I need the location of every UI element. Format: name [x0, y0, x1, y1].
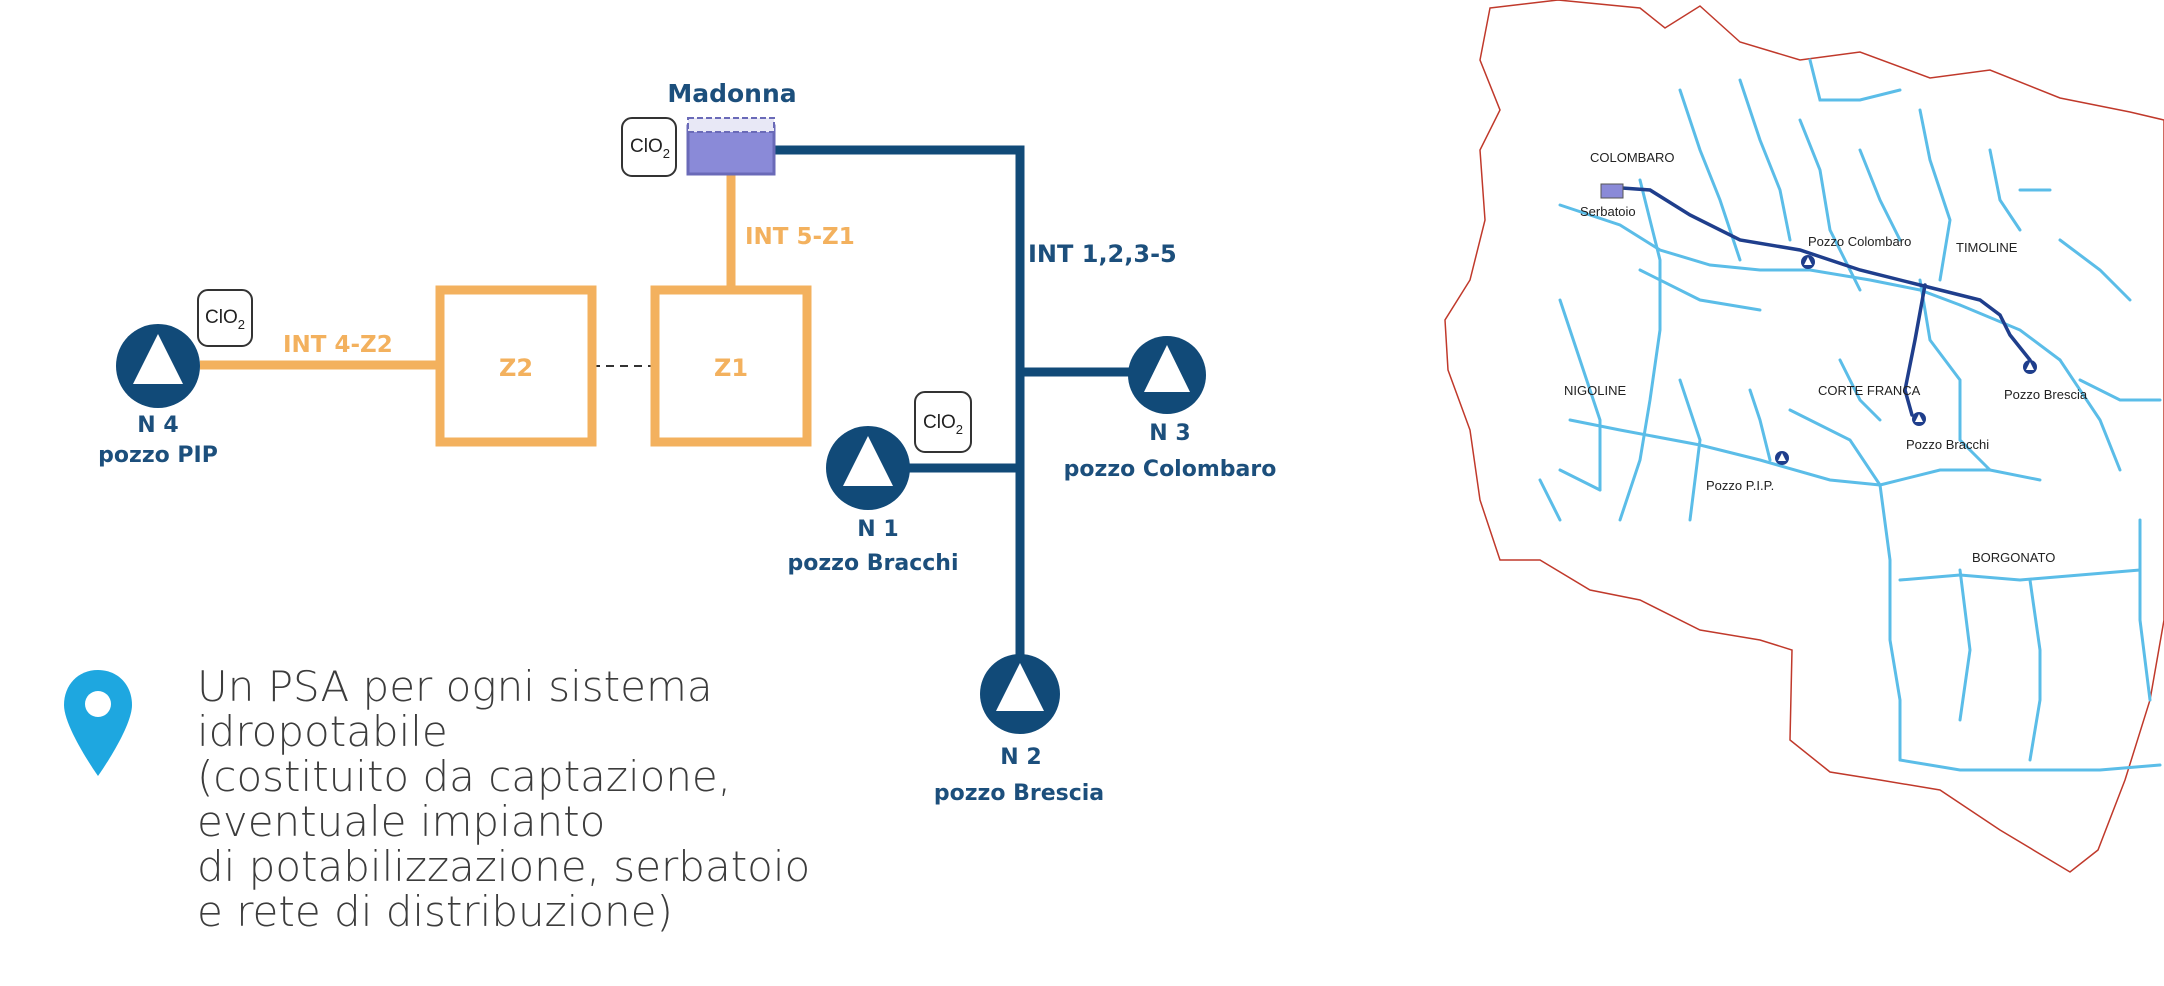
well-n1-name: pozzo Bracchi	[788, 551, 959, 576]
well-n4-id: N 4	[137, 413, 178, 438]
map-place-colombaro: COLOMBARO	[1590, 150, 1675, 165]
municipal-border	[1444, 0, 2164, 873]
map-place-borgonato: BORGONATO	[1972, 550, 2055, 565]
map-well-bracchi-icon	[1912, 412, 1926, 426]
well-icon-n1	[826, 426, 910, 510]
map-place-nigoline: NIGOLINE	[1564, 383, 1626, 398]
map-place-corte-franca: CORTE FRANCA	[1818, 383, 1921, 398]
clo2-box-reservoir: ClO2	[621, 117, 677, 177]
clo2-box-bracchi: ClO2	[914, 391, 972, 453]
map-feature-pozzo-colombaro: Pozzo Colombaro	[1808, 234, 1911, 249]
zone-z1-label: Z1	[714, 354, 748, 382]
location-pin-icon	[64, 670, 132, 776]
pipe-label-int-main: INT 1,2,3-5	[1028, 240, 1177, 268]
svg-text:ClO2: ClO2	[205, 307, 245, 332]
well-icon-n3	[1128, 336, 1206, 414]
well-n3-id: N 3	[1149, 421, 1190, 446]
reservoir-icon	[686, 117, 776, 176]
well-icon-n4	[116, 324, 200, 408]
distribution-network	[1538, 58, 2162, 772]
reservoir-label: Madonna	[667, 79, 796, 108]
zone-z1-box	[650, 285, 812, 447]
zone-z2-label: Z2	[499, 354, 533, 382]
svg-text:ClO2: ClO2	[923, 412, 963, 437]
municipality-map: COLOMBARO TIMOLINE NIGOLINE CORTE FRANCA…	[1444, 0, 2164, 873]
psa-note: Un PSA per ogni sistema idropotabile (co…	[197, 662, 811, 936]
well-n4-name: pozzo PIP	[98, 443, 218, 468]
zone-z2-box	[435, 285, 597, 447]
pipe-label-int-z1: INT 5-Z1	[745, 224, 855, 250]
well-n3-name: pozzo Colombaro	[1064, 457, 1277, 482]
map-reservoir-icon	[1600, 183, 1624, 199]
map-feature-serbatoio: Serbatoio	[1580, 204, 1636, 219]
svg-text:ClO2: ClO2	[630, 136, 670, 161]
pipe-label-int-z2: INT 4-Z2	[283, 332, 393, 358]
clo2-box-pip: ClO2	[197, 289, 253, 347]
map-well-colombaro-icon	[1801, 255, 1815, 269]
main-transmission-line	[1620, 186, 2032, 417]
map-well-brescia-icon	[2023, 360, 2037, 374]
well-n1-id: N 1	[857, 517, 898, 542]
well-n2-id: N 2	[1000, 745, 1041, 770]
map-feature-pozzo-bracchi: Pozzo Bracchi	[1906, 437, 1989, 452]
well-n2-name: pozzo Brescia	[934, 781, 1104, 806]
map-well-pip-icon	[1775, 451, 1789, 465]
well-icon-n2	[980, 654, 1060, 734]
map-feature-pozzo-pip: Pozzo P.I.P.	[1706, 478, 1774, 493]
map-place-timoline: TIMOLINE	[1956, 240, 2018, 255]
blue-pipe-network	[765, 145, 1145, 665]
map-feature-pozzo-brescia: Pozzo Brescia	[2004, 387, 2088, 402]
orange-pipe-network	[200, 170, 736, 370]
